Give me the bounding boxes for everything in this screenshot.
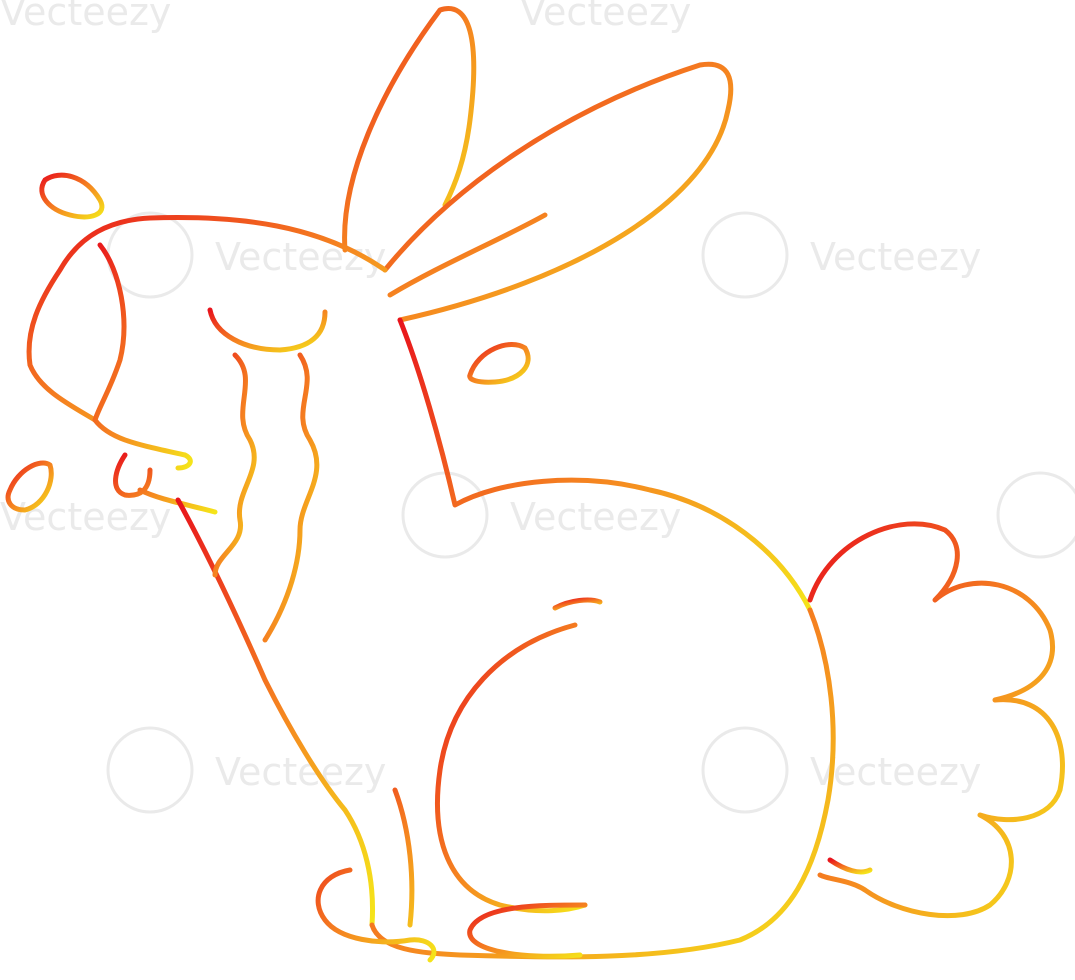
rabbit-front-ear: [382, 61, 734, 323]
rabbit-neck-back: [397, 317, 813, 613]
tear-drop-icon: [467, 342, 531, 385]
rabbit-haunch-mark: [552, 597, 603, 611]
rabbit-chest-outline: [175, 497, 375, 928]
rabbit-tear-right: [262, 352, 320, 643]
watermark-text: Vecteezy: [0, 0, 171, 34]
rabbit-hind-foot: [467, 902, 588, 959]
rabbit-tear-left: [212, 352, 257, 578]
rabbit-tail-inner: [827, 857, 873, 875]
watermark-text: Vecteezy: [510, 495, 681, 539]
watermark-text: Vecteezy: [215, 235, 386, 279]
rabbit-back-ear: [342, 6, 477, 253]
rabbit-closed-eye: [207, 307, 328, 353]
watermark-text: Vecteezy: [810, 750, 981, 794]
watermark-logo: [106, 211, 1075, 814]
watermark-text: Vecteezy: [520, 0, 691, 34]
watermark-text: Vecteezy: [810, 235, 981, 279]
watermark-text: Vecteezy: [215, 750, 386, 794]
tear-drop-icon: [39, 172, 105, 220]
watermark-group: Vecteezy Vecteezy Vecteezy Vecteezy Vect…: [0, 0, 1075, 814]
tear-drop-icon: [5, 460, 54, 513]
rabbit-body-outline: [369, 607, 836, 960]
rabbit-front-leg: [315, 787, 437, 963]
watermark-text: Vecteezy: [0, 495, 171, 539]
rabbit-tail: [807, 521, 1065, 919]
rabbit-ear-inner-line: [387, 212, 548, 298]
rabbit-teeth: [113, 452, 218, 515]
rabbit-haunch: [435, 622, 588, 914]
rabbit-head-outline: [26, 215, 388, 423]
rabbit-muzzle: [92, 242, 193, 471]
rabbit-drawing: [5, 6, 1065, 963]
